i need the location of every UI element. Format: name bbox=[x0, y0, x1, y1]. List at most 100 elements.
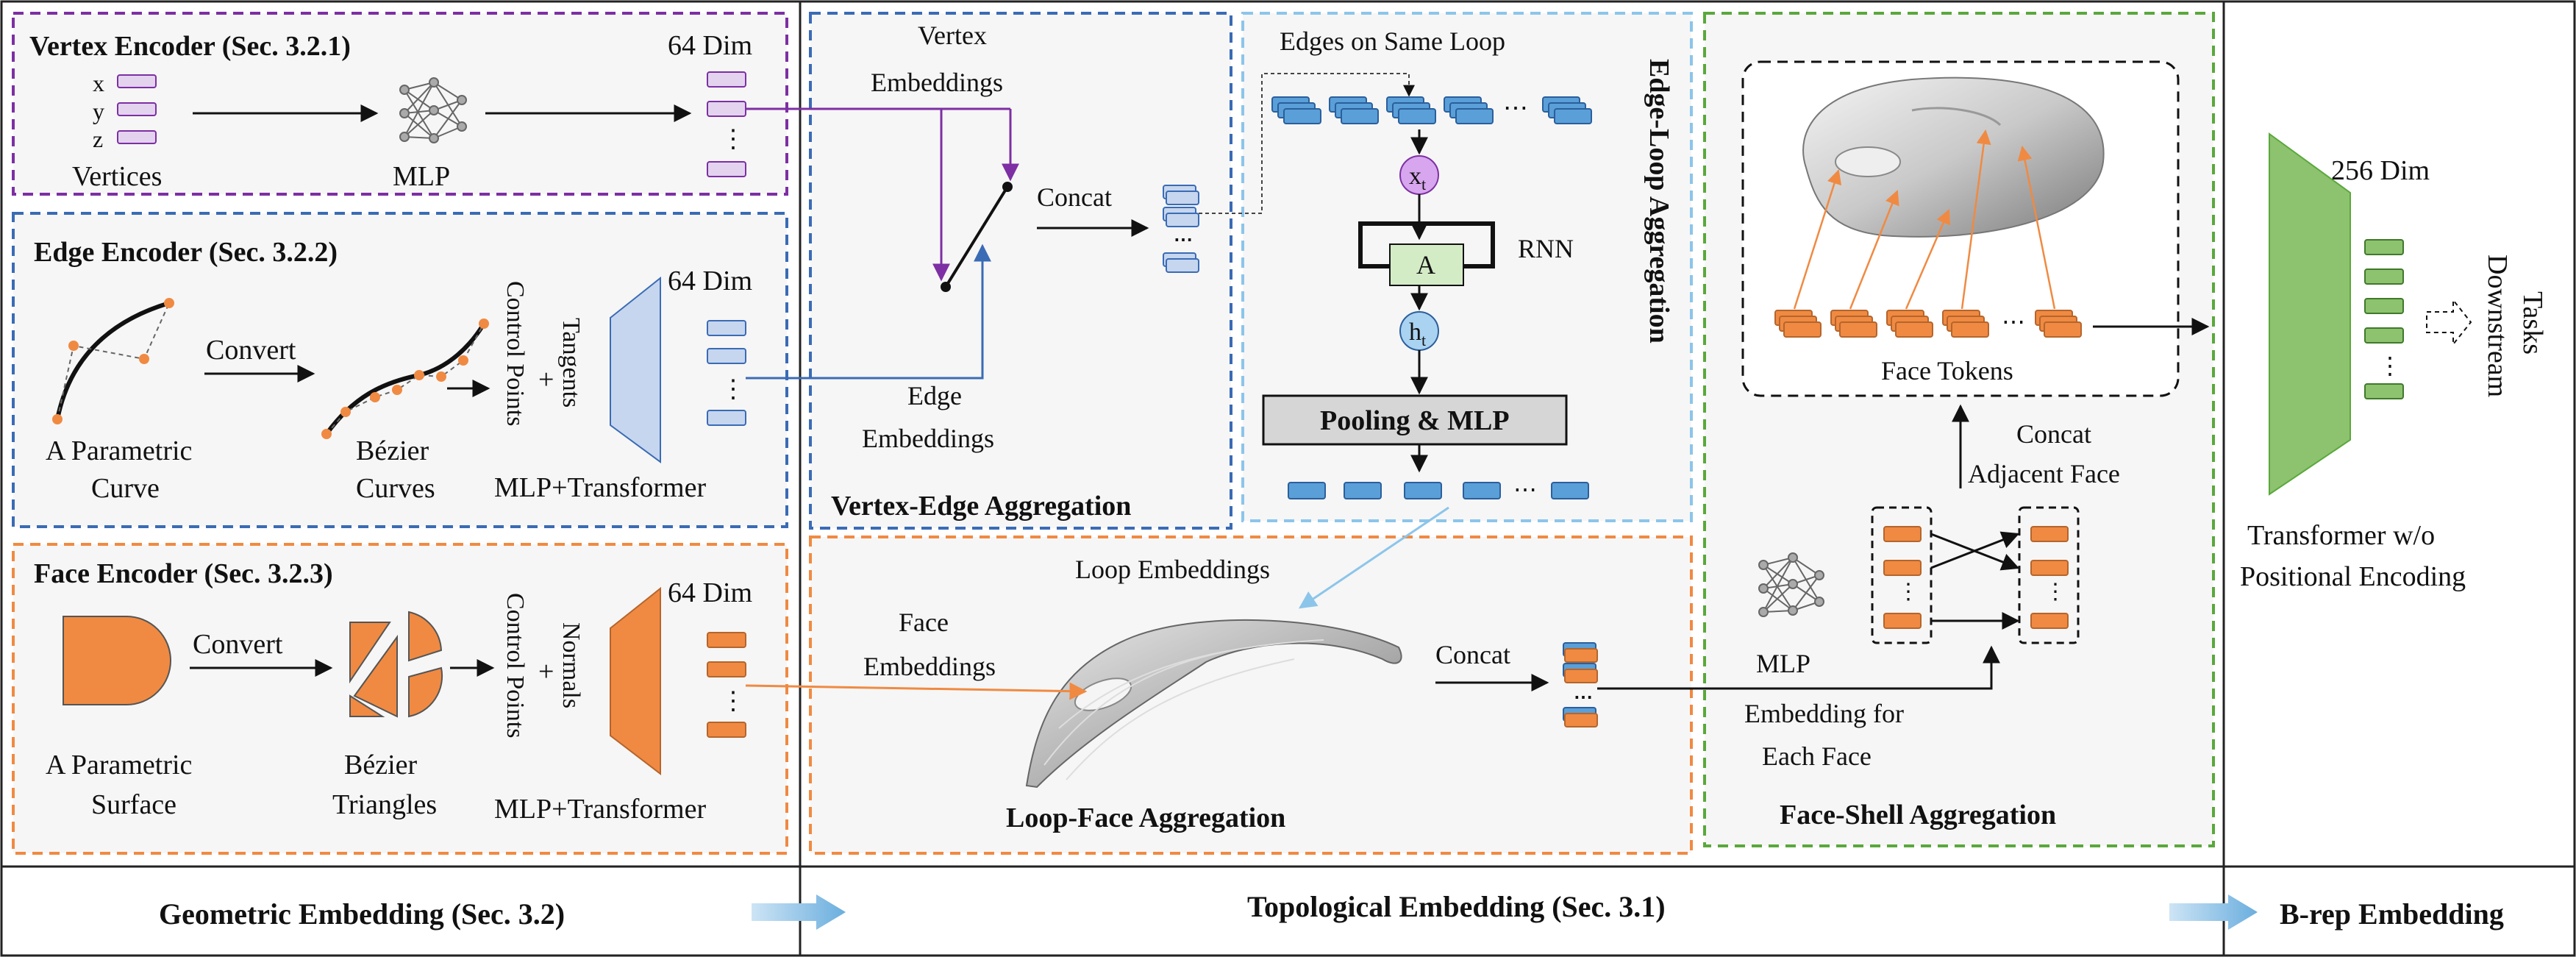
edge-loop-aggregation-panel: Edges on Same Loop ⋯ xt A RNN ht Pooling… bbox=[1199, 12, 1693, 522]
face-dim: 64 Dim bbox=[668, 577, 752, 608]
edge-encoder-panel: Edge Encoder (Sec. 3.2.2) A Parametric C… bbox=[12, 212, 788, 528]
footer-arrow-1 bbox=[752, 894, 846, 930]
vertex-point bbox=[941, 282, 951, 292]
bezier-curves-label-2: Curves bbox=[356, 473, 435, 504]
ellipsis: ⋯ bbox=[2002, 308, 2025, 335]
footer-brep: B-rep Embedding bbox=[2280, 897, 2504, 931]
footer-topological: Topological Embedding (Sec. 3.1) bbox=[1247, 890, 1666, 923]
mouse-model-3d bbox=[1802, 77, 2105, 238]
bezier-triangles-label: Bézier bbox=[344, 750, 418, 780]
face-control-points: Control Points bbox=[502, 593, 529, 738]
vertex-token bbox=[117, 130, 157, 144]
edge-transformer-block bbox=[610, 276, 661, 463]
face-transformer-block bbox=[610, 586, 661, 776]
parametric-curve-label-2: Curve bbox=[91, 473, 160, 504]
vertex-edge-token-stack: ⋯ bbox=[1163, 185, 1199, 273]
transformer-label: Transformer w/o bbox=[2247, 520, 2435, 551]
edge-loop-token-row bbox=[1271, 96, 1592, 124]
face-shell-aggregation-panel: ⋯ Face Tokens Concat Adjacent Face MLP bbox=[1703, 12, 2215, 847]
ellipsis: ⋮ bbox=[2044, 580, 2066, 604]
loop-embeddings-label: Loop Embeddings bbox=[1075, 555, 1270, 584]
edge-embeddings-label: Edge bbox=[907, 381, 962, 410]
face-convert-label: Convert bbox=[193, 629, 283, 660]
vertex-embedding bbox=[707, 161, 746, 177]
face-plus: + bbox=[538, 656, 554, 687]
edge-embedding bbox=[707, 410, 746, 426]
loop-face-concat: Concat bbox=[1435, 640, 1510, 669]
downstream-arrow-icon bbox=[2426, 298, 2472, 346]
downstream-label: Downstream bbox=[2482, 255, 2513, 397]
ellipsis: ⋮ bbox=[721, 126, 746, 153]
ellipsis: ⋯ bbox=[1503, 95, 1528, 122]
footer: Geometric Embedding (Sec. 3.2) Topologic… bbox=[159, 890, 2504, 931]
edge-tangents: Tangents bbox=[557, 318, 585, 408]
ellipsis: ⋮ bbox=[721, 376, 746, 403]
face-tokens-label: Face Tokens bbox=[1881, 356, 2013, 385]
ht-label: ht bbox=[1409, 319, 1426, 349]
brep-panel: 256 Dim ⋮ Downstream Tasks Transformer w… bbox=[2240, 132, 2548, 592]
ellipsis: ⋮ bbox=[2378, 352, 2402, 379]
face-embeddings-label: Face bbox=[899, 608, 949, 637]
vertex-embeddings-label-2: Embeddings bbox=[871, 68, 1003, 97]
ellipsis: ⋮ bbox=[1897, 580, 1919, 604]
loop-embedding-row bbox=[1288, 482, 1589, 499]
adjacency-arrows bbox=[1930, 531, 2020, 630]
mlp-icon-shell bbox=[1758, 552, 1824, 617]
rnn-cell-label: A bbox=[1416, 250, 1435, 280]
adjacent-face-label: Adjacent Face bbox=[1968, 459, 2120, 488]
bezier-triangles-icon bbox=[349, 611, 443, 718]
edge-segment bbox=[944, 185, 1009, 288]
coord-y: y bbox=[93, 98, 104, 124]
svg-text:⋯: ⋯ bbox=[1174, 229, 1193, 250]
parametric-curve-icon bbox=[52, 298, 174, 424]
face-to-mesh-links bbox=[1793, 129, 2056, 310]
svg-text:⋯: ⋯ bbox=[1574, 686, 1593, 708]
parametric-curve-label: A Parametric bbox=[46, 435, 192, 466]
edge-loop-title: Edge-Loop Aggregation bbox=[1644, 59, 1674, 344]
vertex-encoder-title: Vertex Encoder (Sec. 3.2.1) bbox=[29, 31, 351, 62]
loop-embedding-arrow bbox=[1299, 506, 1449, 609]
vertex-embedding bbox=[707, 101, 746, 117]
footer-geometric: Geometric Embedding (Sec. 3.2) bbox=[159, 897, 565, 931]
bezier-curves-icon bbox=[321, 319, 489, 439]
ellipsis: ⋯ bbox=[1513, 476, 1537, 502]
vertex-embedding bbox=[707, 71, 746, 88]
coord-z: z bbox=[93, 126, 103, 152]
vertex-edge-aggregation-panel: Vertex Embeddings Concat ⋯ Edge Embeddin… bbox=[809, 12, 1232, 530]
embedding-each-face-label-2: Each Face bbox=[1762, 741, 1872, 771]
xt-label: xt bbox=[1409, 163, 1426, 193]
face-encoder-title: Face Encoder (Sec. 3.2.3) bbox=[34, 558, 333, 589]
ellipsis: ⋮ bbox=[721, 688, 746, 715]
parametric-surface-label: A Parametric bbox=[46, 750, 192, 780]
edge-model-label: MLP+Transformer bbox=[494, 472, 706, 503]
vertex-edge-title: Vertex-Edge Aggregation bbox=[831, 491, 1131, 522]
vertex-point bbox=[1002, 182, 1013, 192]
loop-face-aggregation-panel: Loop Embeddings Face Embeddings Concat ⋯… bbox=[809, 506, 1693, 855]
parametric-surface-icon bbox=[63, 616, 171, 705]
loop-face-title: Loop-Face Aggregation bbox=[1006, 803, 1285, 833]
positional-encoding-label: Positional Encoding bbox=[2240, 561, 2466, 592]
pooling-mlp-label: Pooling & MLP bbox=[1320, 405, 1510, 436]
loop-face-to-shell-arrow bbox=[1597, 645, 2000, 690]
vertex-token bbox=[117, 74, 157, 88]
edge-encoder-title: Edge Encoder (Sec. 3.2.2) bbox=[34, 237, 338, 268]
embedding-each-face-label: Embedding for bbox=[1744, 699, 1904, 728]
face-embedding bbox=[707, 661, 746, 677]
edge-embedding bbox=[707, 348, 746, 364]
mouse-shell-3d bbox=[1025, 619, 1402, 789]
concat-label: Concat bbox=[2016, 419, 2091, 449]
edge-to-agg-arrow bbox=[746, 243, 991, 380]
face-model-label: MLP+Transformer bbox=[494, 794, 706, 825]
edge-dim: 64 Dim bbox=[668, 266, 752, 296]
mlp-icon bbox=[399, 77, 467, 143]
face-embedding bbox=[707, 722, 746, 738]
face-encoder-panel: Face Encoder (Sec. 3.2.3) A Parametric S… bbox=[12, 543, 788, 855]
pooling-mlp-block bbox=[1262, 394, 1568, 446]
parametric-surface-label-2: Surface bbox=[91, 789, 176, 820]
edge-convert-label: Convert bbox=[206, 335, 296, 366]
face-to-agg-arrow bbox=[745, 682, 1088, 700]
vertex-dim: 64 Dim bbox=[668, 30, 752, 61]
edges-same-loop-label: Edges on Same Loop bbox=[1280, 26, 1505, 56]
vertex-edge-concat: Concat bbox=[1037, 182, 1112, 212]
face-token-row bbox=[1774, 310, 2082, 338]
